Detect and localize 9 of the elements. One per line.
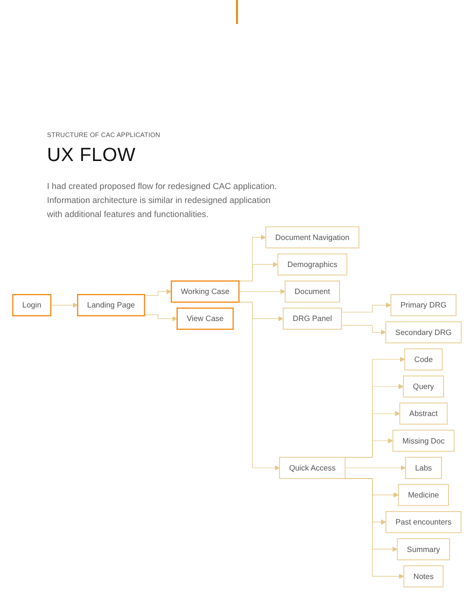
arrow	[344, 465, 406, 470]
arrow	[238, 288, 286, 294]
arrow	[144, 288, 172, 296]
arrow	[341, 325, 386, 335]
title: UX FLOW	[47, 145, 136, 167]
arrow	[144, 314, 178, 322]
arrow	[341, 302, 392, 312]
description-paragraph: I had created proposed flow for redesigned CAC application. Information architecture is similar in redesigned application with additional features and functionalities.	[47, 180, 278, 221]
arrow	[50, 302, 78, 308]
